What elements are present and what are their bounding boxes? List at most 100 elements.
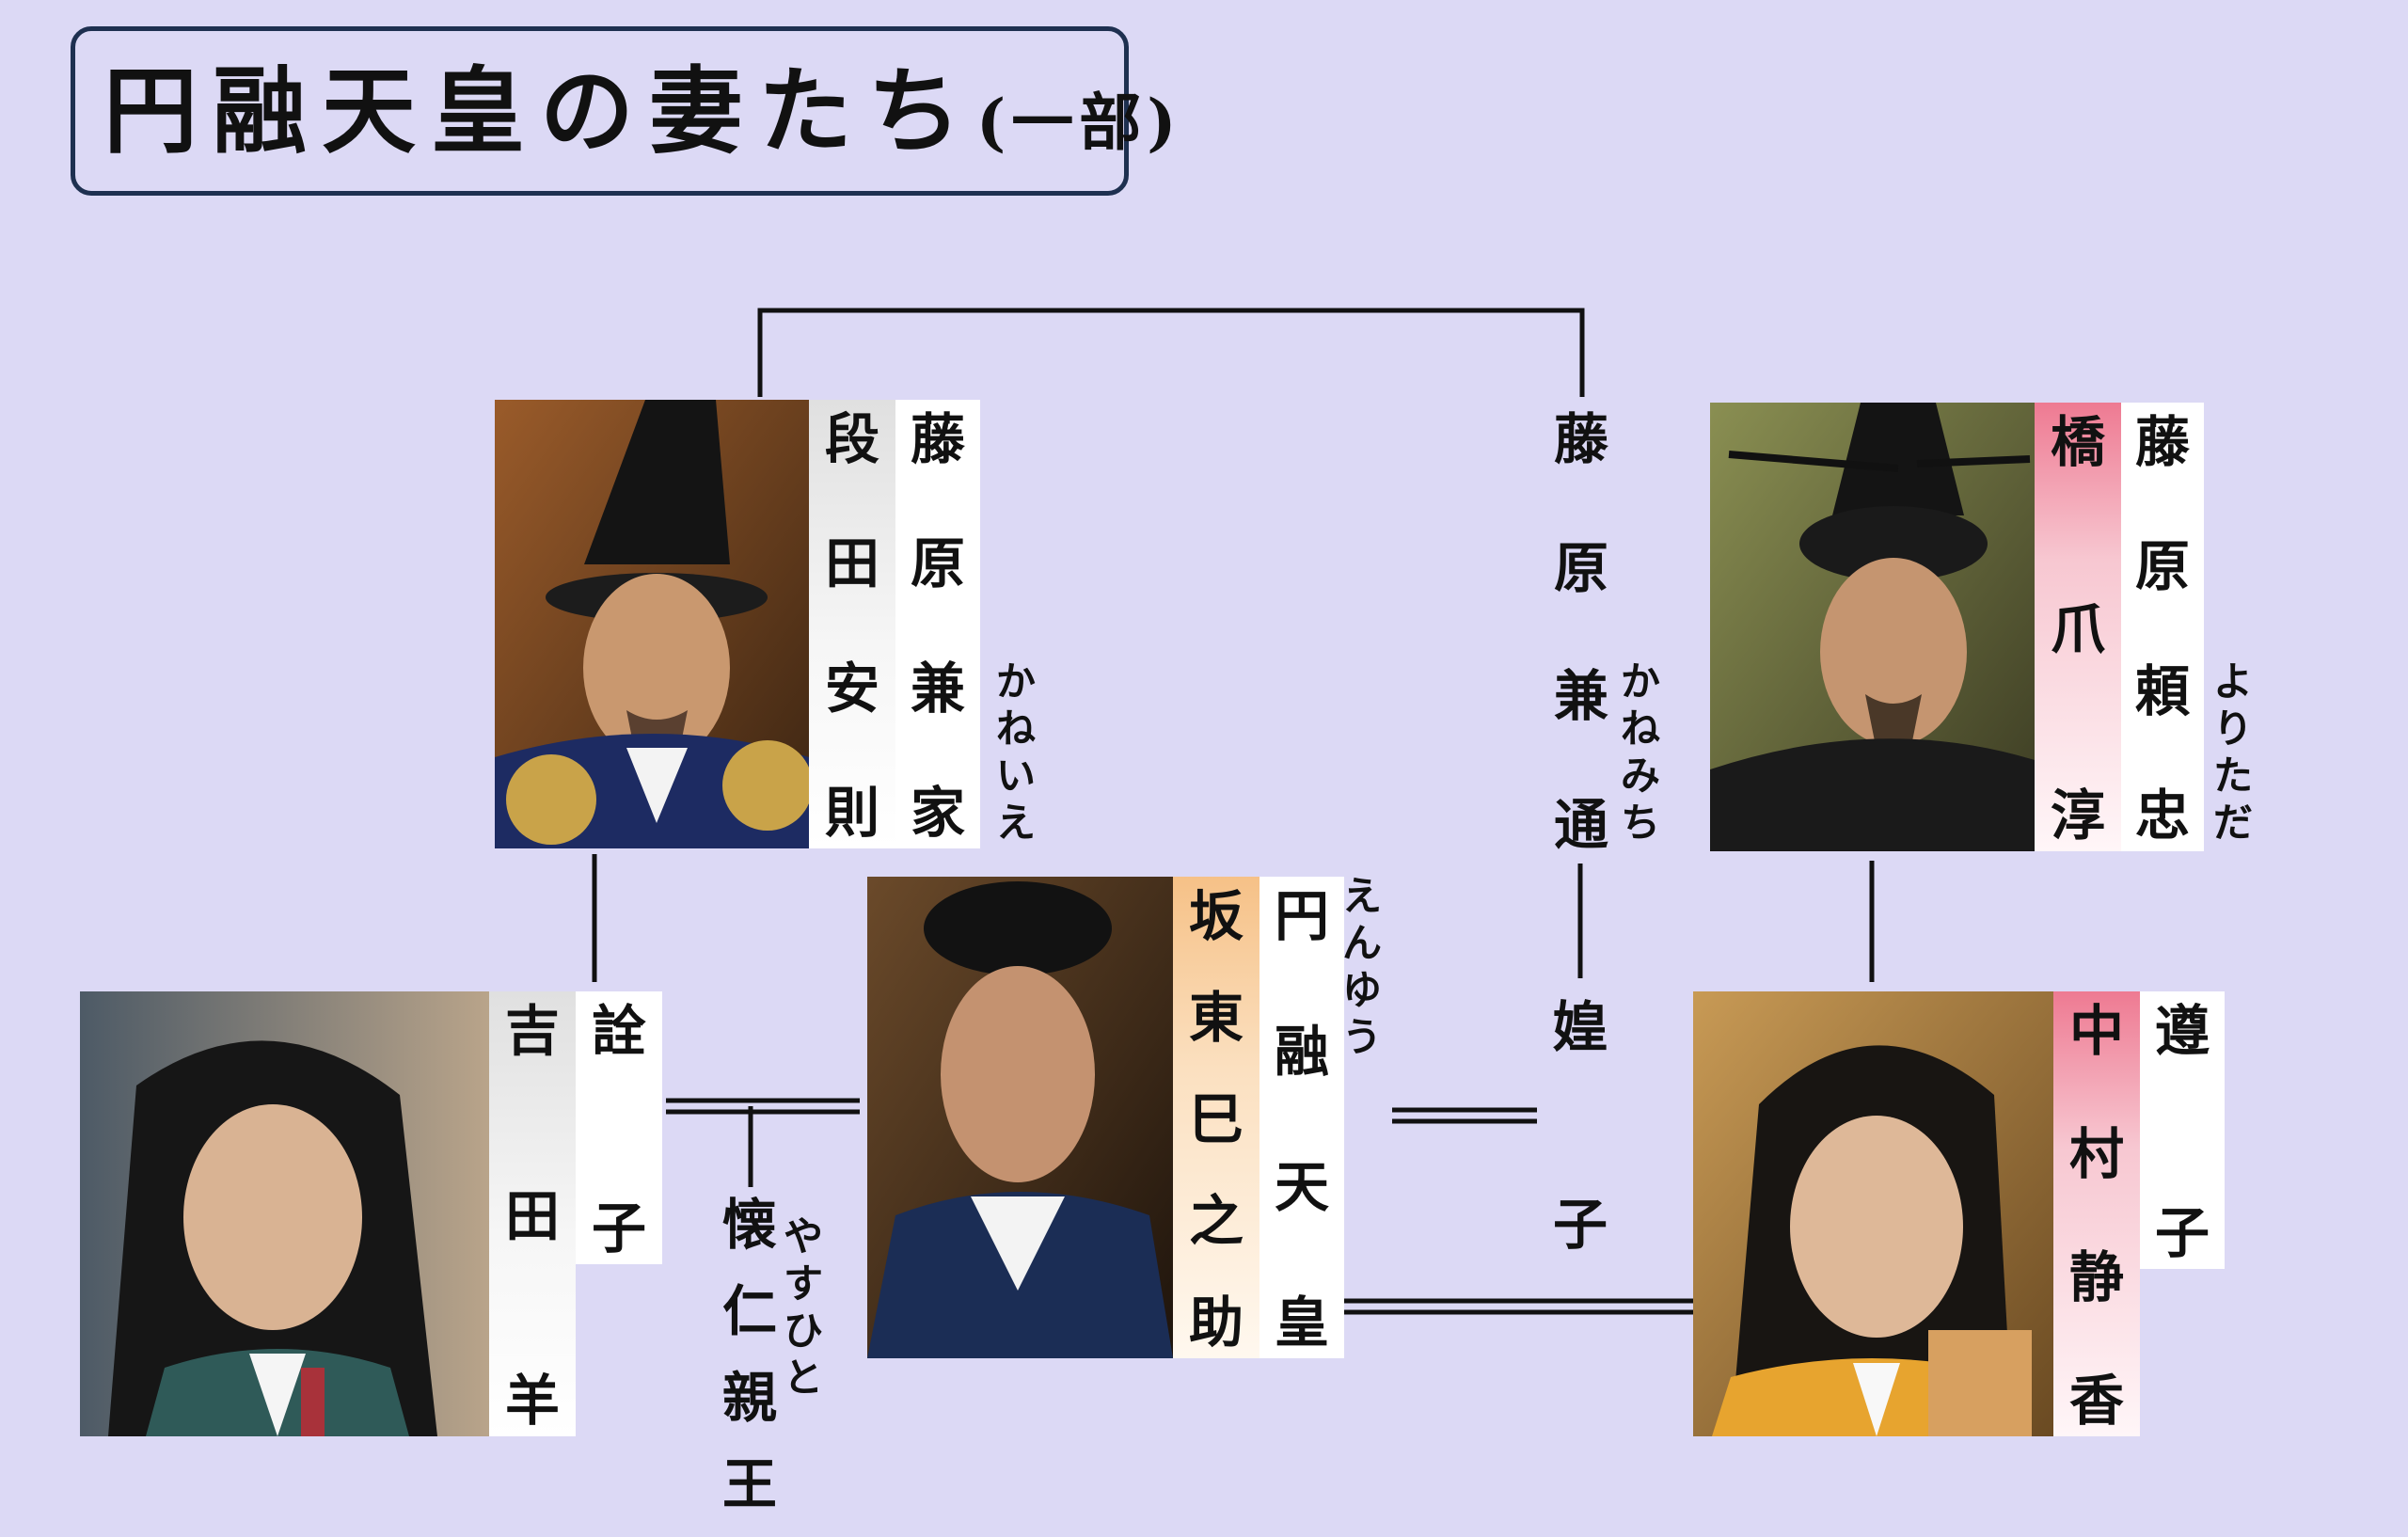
- glyph: 坂: [1188, 884, 1244, 948]
- glyph: 遵: [2154, 999, 2210, 1063]
- glyph: 田: [504, 1183, 560, 1248]
- glyph: 中: [2068, 999, 2124, 1063]
- actor-name-enyu: 坂東巳之助: [1173, 877, 1259, 1358]
- role-name-kanemichi: 藤原兼通: [1539, 400, 1624, 861]
- portrait-senshi-icon: [80, 991, 489, 1436]
- glyph: 爪: [2050, 596, 2105, 661]
- glyph: 仁: [721, 1279, 777, 1343]
- glyph: 田: [824, 531, 879, 596]
- glyph: 安: [824, 656, 879, 721]
- glyph: ひ: [783, 1307, 823, 1354]
- glyph: 東: [1188, 986, 1244, 1050]
- title-box: 円融天皇の妻たち(一部): [71, 26, 1176, 196]
- glyph: い: [995, 753, 1036, 799]
- glyph: 橋: [2050, 410, 2105, 474]
- glyph: 則: [824, 780, 879, 845]
- glyph: 詮: [591, 999, 646, 1063]
- actor-name-kaneie: 段田安則: [809, 400, 895, 848]
- role-name-koushi: 媓子: [1535, 988, 1625, 1260]
- title-main: 円融天皇の妻たち: [103, 55, 976, 166]
- glyph: す: [783, 1260, 823, 1307]
- photo-junshi: [1693, 991, 2053, 1436]
- glyph: 皇: [1274, 1291, 1329, 1355]
- ruby-enyu: えんゆう: [1336, 873, 1388, 1061]
- portrait-kaneie-icon: [495, 400, 809, 848]
- glyph: ね: [995, 705, 1036, 752]
- glyph: 子: [2154, 1201, 2210, 1265]
- ruby-yoritada: よりただ: [2207, 658, 2259, 847]
- glyph: 原: [2134, 534, 2190, 599]
- glyph: 頼: [2134, 658, 2190, 723]
- glyph: か: [1620, 658, 1660, 705]
- glyph: た: [2212, 753, 2253, 799]
- photo-enyu: [867, 877, 1173, 1358]
- glyph: 親: [721, 1366, 777, 1430]
- glyph: 原: [1553, 535, 1608, 600]
- role-name-yasuhito: 懐仁親王: [707, 1195, 792, 1514]
- actor-name-yoritada: 橋爪淳: [2035, 403, 2121, 851]
- glyph: ち: [1620, 800, 1660, 846]
- role-name-senshi: 詮子: [576, 991, 662, 1264]
- glyph: 円: [1274, 884, 1329, 948]
- ruby-kanemichi: かねみち: [1614, 658, 1667, 847]
- glyph: 家: [910, 780, 965, 845]
- glyph: 吉: [504, 999, 560, 1063]
- portrait-enyu-icon: [867, 877, 1173, 1358]
- glyph: み: [1620, 753, 1660, 799]
- glyph: 段: [824, 407, 879, 471]
- glyph: う: [1341, 1014, 1382, 1060]
- page-title: 円融天皇の妻たち(一部): [103, 59, 1181, 174]
- role-name-kaneie: 藤原兼家: [895, 400, 980, 848]
- actor-name-junshi: 中村静香: [2053, 991, 2140, 1436]
- glyph: 巳: [1188, 1087, 1244, 1151]
- glyph: 藤: [1553, 407, 1608, 471]
- glyph: ゆ: [1341, 967, 1382, 1013]
- glyph: ん: [1341, 920, 1382, 966]
- glyph: か: [995, 658, 1036, 705]
- glyph: や: [783, 1213, 823, 1260]
- actor-name-senshi: 吉田羊: [489, 991, 576, 1436]
- photo-senshi: [80, 991, 489, 1436]
- glyph: 兼: [1553, 664, 1608, 729]
- glyph: 羊: [504, 1369, 560, 1433]
- glyph: り: [2212, 705, 2253, 752]
- glyph: 藤: [2134, 410, 2190, 474]
- photo-yoritada: [1710, 403, 2035, 851]
- glyph: ね: [1620, 705, 1660, 752]
- role-name-junshi: 遵子: [2140, 991, 2225, 1269]
- glyph: 懐: [721, 1193, 777, 1257]
- photo-kaneie: [495, 400, 809, 848]
- glyph: 忠: [2134, 783, 2190, 848]
- glyph: よ: [2212, 658, 2253, 705]
- glyph: 天: [1274, 1155, 1329, 1219]
- glyph: 子: [591, 1196, 646, 1260]
- glyph: 香: [2068, 1369, 2124, 1433]
- portrait-yoritada-icon: [1710, 403, 2035, 851]
- title-sub: (一部): [976, 86, 1182, 159]
- glyph: 子: [1552, 1193, 1608, 1257]
- glyph: と: [783, 1355, 823, 1401]
- role-name-enyu: 円融天皇: [1259, 877, 1344, 1358]
- glyph: 融: [1274, 1020, 1329, 1084]
- glyph: 助: [1188, 1291, 1244, 1355]
- portrait-junshi-icon: [1693, 991, 2053, 1436]
- glyph: 藤: [910, 407, 965, 471]
- glyph: 王: [721, 1452, 777, 1516]
- glyph: 村: [2068, 1122, 2124, 1186]
- glyph: 之: [1188, 1189, 1244, 1253]
- ruby-yasuhito: やすひと: [777, 1213, 830, 1402]
- glyph: だ: [2212, 800, 2253, 846]
- glyph: 媓: [1552, 995, 1608, 1059]
- glyph: 静: [2068, 1245, 2124, 1309]
- glyph: 通: [1553, 792, 1608, 857]
- glyph: え: [1341, 873, 1382, 919]
- role-name-yoritada: 藤原頼忠: [2121, 403, 2204, 851]
- glyph: 兼: [910, 656, 965, 721]
- glyph: 原: [910, 531, 965, 596]
- ruby-kaneie: かねいえ: [990, 658, 1042, 847]
- glyph: 淳: [2050, 784, 2105, 848]
- sibling-bracket: [757, 308, 1585, 397]
- glyph: え: [995, 800, 1036, 846]
